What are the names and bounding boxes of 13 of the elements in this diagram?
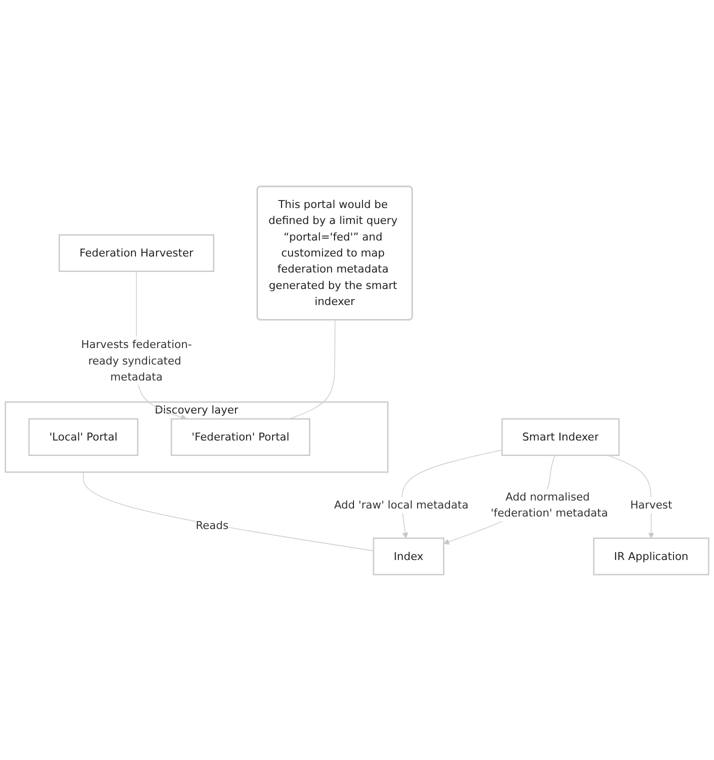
node-box: IR Application (593, 537, 710, 575)
node-box: 'Federation' Portal (170, 418, 310, 456)
edge-label: Harvests federation-ready syndicated metadata (81, 338, 192, 383)
node-box: 'Local' Portal (28, 418, 138, 456)
edge-label: Add 'raw' local metadata (334, 498, 468, 511)
node-box: Federation Harvester (58, 234, 214, 272)
edge-label: Harvest (630, 498, 672, 511)
node-box: Smart Indexer (501, 418, 620, 456)
connector (83, 471, 374, 551)
edge-label: Reads (196, 518, 228, 532)
arrow (401, 449, 502, 538)
node-box: Index (372, 537, 444, 575)
edge-label: Add normalised 'federation' metadata (490, 490, 608, 519)
